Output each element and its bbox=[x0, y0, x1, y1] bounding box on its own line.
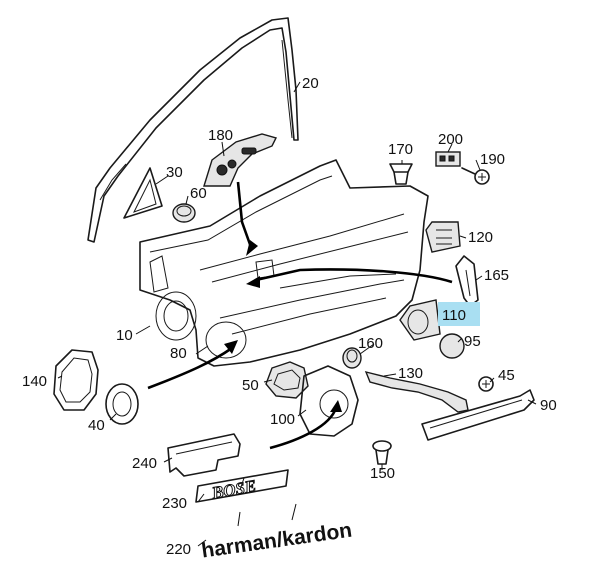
callout-130: 130 bbox=[398, 365, 423, 382]
callout-100: 100 bbox=[270, 411, 295, 428]
callout-140: 140 bbox=[22, 373, 47, 390]
part-200-bracket bbox=[435, 151, 461, 167]
part-230-bose-emblem: BOSE bbox=[195, 469, 289, 503]
part-90-long-strip bbox=[421, 389, 535, 441]
callout-170: 170 bbox=[388, 141, 413, 158]
callout-40: 40 bbox=[88, 417, 105, 434]
part-100-grille-cover bbox=[299, 365, 359, 437]
part-160-knob bbox=[342, 347, 362, 369]
arrow-180-to-panel bbox=[236, 181, 254, 251]
callout-110: 110 bbox=[442, 307, 466, 324]
part-130-armrest-grip bbox=[364, 370, 469, 413]
part-220-harman-kardon-emblem: harman/kardon bbox=[200, 519, 353, 563]
highlight-box-110 bbox=[438, 302, 480, 326]
callout-30: 30 bbox=[166, 164, 183, 181]
callout-180: 180 bbox=[208, 127, 233, 144]
callout-95: 95 bbox=[464, 333, 481, 350]
callout-150: 150 bbox=[370, 465, 395, 482]
callout-190: 190 bbox=[480, 151, 505, 168]
callout-80: 80 bbox=[170, 345, 187, 362]
callout-10: 10 bbox=[116, 327, 133, 344]
callout-240: 240 bbox=[132, 455, 157, 472]
arrow-40-to-panel bbox=[147, 346, 233, 390]
assembly-arrows bbox=[147, 181, 453, 450]
part-170-clip bbox=[389, 163, 413, 185]
callout-230: 230 bbox=[162, 495, 187, 512]
part-40-speaker bbox=[105, 383, 139, 425]
callout-160: 160 bbox=[358, 335, 383, 352]
callout-220: 220 bbox=[166, 541, 191, 558]
part-180-switch-panel bbox=[203, 133, 278, 187]
part-165-trim-strip bbox=[455, 255, 479, 307]
part-190-screw bbox=[461, 167, 490, 185]
callout-20: 20 bbox=[302, 75, 319, 92]
callout-90: 90 bbox=[540, 397, 557, 414]
bose-emblem-text: BOSE bbox=[210, 476, 258, 503]
part-20-window-frame bbox=[87, 17, 299, 243]
callout-60: 60 bbox=[190, 185, 207, 202]
callout-200: 200 bbox=[438, 131, 463, 148]
part-240-bracket bbox=[167, 433, 241, 477]
part-30-tweeter-trim bbox=[123, 167, 163, 219]
callout-165: 165 bbox=[484, 267, 509, 284]
part-120-switch-unit bbox=[425, 221, 461, 253]
arrow-165-to-panel bbox=[255, 268, 453, 284]
part-45-clip bbox=[478, 376, 494, 392]
callout-50: 50 bbox=[242, 377, 259, 394]
callout-labels: 20 180 170 200 190 30 60 120 165 110 95 … bbox=[22, 75, 557, 558]
part-10-door-panel bbox=[139, 159, 429, 367]
part-150-push-clip bbox=[372, 440, 392, 465]
leader-lines bbox=[57, 81, 537, 547]
callout-45: 45 bbox=[498, 367, 515, 384]
part-60-tweeter bbox=[172, 203, 196, 223]
callout-120: 120 bbox=[468, 229, 493, 246]
part-140-speaker-ring bbox=[53, 349, 99, 411]
arrow-100-to-panel bbox=[269, 407, 338, 450]
harman-kardon-emblem-text: harman/kardon bbox=[200, 519, 353, 563]
part-95-round-cover bbox=[439, 333, 465, 359]
